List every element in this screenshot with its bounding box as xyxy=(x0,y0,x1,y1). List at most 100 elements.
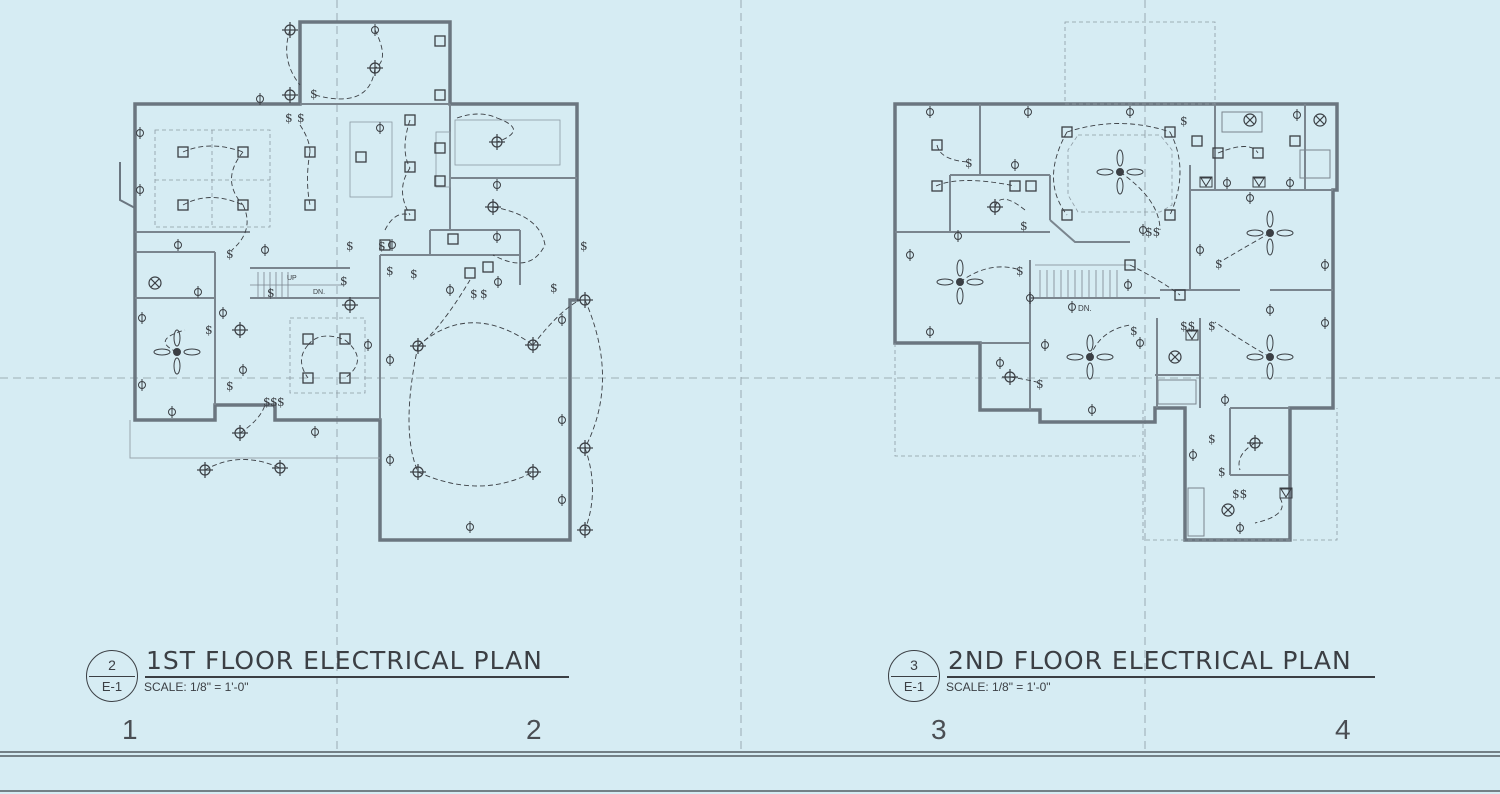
recessed-light-icon xyxy=(177,199,189,211)
duplex-outlet-icon xyxy=(1266,304,1274,316)
duplex-outlet-icon xyxy=(1246,192,1254,204)
floor2-plan: DN. xyxy=(893,21,1339,542)
ceiling-fan-icon xyxy=(1066,334,1114,380)
duplex-outlet-icon xyxy=(168,406,176,418)
recessed-light-icon xyxy=(482,261,494,273)
bubble-divider xyxy=(89,676,135,678)
recessed-light-icon xyxy=(1212,147,1224,159)
recessed-light-icon xyxy=(355,151,367,163)
duplex-outlet-icon xyxy=(1024,106,1032,118)
exterior-light-icon xyxy=(577,440,593,456)
duplex-outlet-icon xyxy=(138,312,146,324)
duplex-outlet-icon xyxy=(1068,301,1076,313)
exhaust-fan-icon xyxy=(1199,176,1213,188)
floor2-recessed-lights xyxy=(931,126,1301,301)
duplex-outlet-icon xyxy=(926,326,934,338)
ceiling-light-icon xyxy=(410,338,426,354)
switch-icon: $ xyxy=(378,239,386,253)
switch-icon: $ xyxy=(263,395,271,409)
floor2-circuits xyxy=(935,123,1283,524)
duplex-outlet-icon xyxy=(386,354,394,366)
detail-bubble-1: 2 E-1 xyxy=(86,650,138,702)
switch-icon: $ xyxy=(340,274,348,288)
exhaust-fan-icon xyxy=(1279,487,1293,499)
duplex-outlet-icon xyxy=(136,127,144,139)
recessed-light-icon xyxy=(931,139,943,151)
recessed-light-icon xyxy=(1009,180,1021,192)
switch-icon: $ xyxy=(285,111,293,125)
recessed-light-icon xyxy=(1289,135,1301,147)
duplex-outlet-icon xyxy=(493,231,501,243)
ceiling-light-icon xyxy=(342,297,358,313)
sheet-reference: E-1 xyxy=(101,679,123,694)
floor1-fine-lines xyxy=(154,119,561,394)
switch-icon: $ xyxy=(310,87,318,101)
exterior-light-icon xyxy=(577,292,593,308)
exhaust-fan-icon xyxy=(1168,350,1182,364)
recessed-light-icon xyxy=(1025,180,1037,192)
duplex-outlet-icon xyxy=(906,249,914,261)
sheet-border xyxy=(0,751,1500,792)
recessed-light-icon xyxy=(404,114,416,126)
switch-icon: $ xyxy=(346,239,354,253)
recessed-light-icon xyxy=(177,146,189,158)
duplex-outlet-icon xyxy=(1041,339,1049,351)
switch-icon: $ xyxy=(1208,319,1216,333)
duplex-outlet-icon xyxy=(1026,292,1034,304)
recessed-light-icon xyxy=(1124,259,1136,271)
ceiling-light-icon xyxy=(282,87,298,103)
recessed-light-icon xyxy=(304,199,316,211)
duplex-outlet-icon xyxy=(996,357,1004,369)
duplex-outlet-icon xyxy=(446,284,454,296)
switch-icon: $ xyxy=(1130,324,1138,338)
duplex-outlet-icon xyxy=(239,364,247,376)
floor1-walls xyxy=(119,20,579,542)
plan-title-2: 2ND FLOOR ELECTRICAL PLAN xyxy=(948,646,1352,675)
floor1-plan: UP DN. xyxy=(119,20,603,542)
duplex-outlet-icon xyxy=(558,494,566,506)
floor1-outlets xyxy=(136,24,566,533)
ceiling-fan-icon xyxy=(153,329,201,375)
exhaust-fan-icon xyxy=(1221,503,1235,517)
floor2-outlets xyxy=(906,106,1329,534)
floor2-inner-walls xyxy=(895,104,1333,476)
plan-scale-2: SCALE: 1/8" = 1'-0" xyxy=(946,680,1051,694)
recessed-light-icon xyxy=(447,233,459,245)
floor1-ceiling-lights xyxy=(148,22,593,538)
detail-number: 2 xyxy=(108,657,116,673)
recessed-light-icon xyxy=(379,239,391,251)
recessed-light-icon xyxy=(1191,135,1203,147)
recessed-light-icon xyxy=(931,180,943,192)
sheet-reference: E-1 xyxy=(903,679,925,694)
recessed-light-icon xyxy=(404,161,416,173)
exterior-light-icon xyxy=(197,462,213,478)
floor1-switches: $ $ $ $ $ $ $ $ $ $ $ $ $ $ $ $ $ $ $ xyxy=(205,87,588,409)
floor2-ceiling-fans xyxy=(936,149,1294,380)
duplex-outlet-icon xyxy=(219,307,227,319)
duplex-outlet-icon xyxy=(954,230,962,242)
duplex-outlet-icon xyxy=(386,454,394,466)
detail-number: 3 xyxy=(910,657,918,673)
switch-icon: $ xyxy=(277,395,285,409)
switch-icon: $ xyxy=(1036,377,1044,391)
detail-bubble-2: 3 E-1 xyxy=(888,650,940,702)
duplex-outlet-icon xyxy=(1236,522,1244,534)
duplex-outlet-icon xyxy=(1221,394,1229,406)
recessed-light-icon xyxy=(434,142,446,154)
plan-title-1: 1ST FLOOR ELECTRICAL PLAN xyxy=(146,646,543,675)
recessed-light-icon xyxy=(302,372,314,384)
duplex-outlet-icon xyxy=(1321,317,1329,329)
recessed-light-icon xyxy=(304,146,316,158)
duplex-outlet-icon xyxy=(1293,109,1301,121)
ceiling-fan-icon xyxy=(936,259,984,305)
duplex-outlet-icon xyxy=(371,24,379,36)
duplex-outlet-icon xyxy=(1189,449,1197,461)
ceiling-fan-icon xyxy=(1246,334,1294,380)
floor2-ceiling-lights xyxy=(987,113,1327,517)
recessed-light-icon xyxy=(1061,209,1073,221)
exhaust-fan-icon xyxy=(1185,329,1199,341)
floor1-inner-walls xyxy=(135,103,577,420)
grid-column-2: 2 xyxy=(526,714,542,745)
floor2-dn-label: DN. xyxy=(1078,304,1092,313)
duplex-outlet-icon xyxy=(194,286,202,298)
